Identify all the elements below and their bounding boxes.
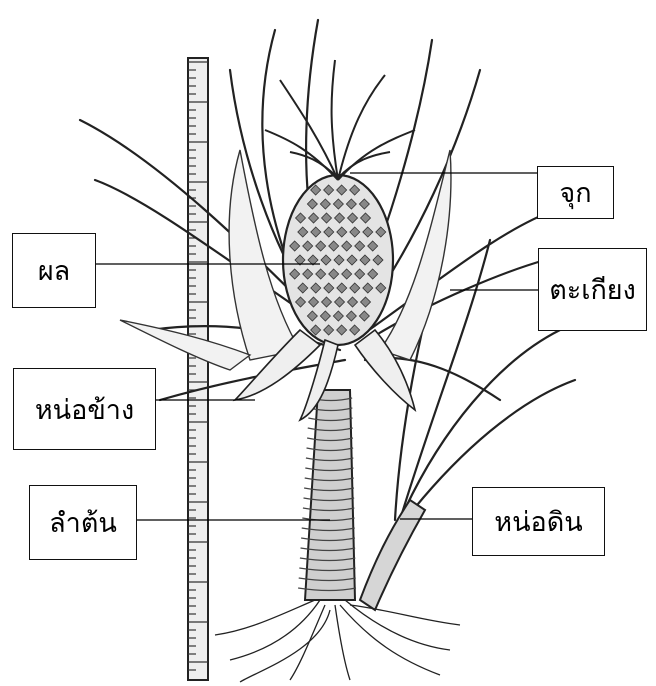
stem (298, 390, 356, 600)
label-ground-sucker: หน่อดิน (472, 487, 605, 556)
label-slip: ตะเกียง (538, 248, 647, 331)
roots (215, 600, 460, 682)
label-side-shoot: หน่อข้าง (13, 368, 156, 450)
measuring-ruler (188, 58, 208, 680)
ground-sucker (360, 500, 425, 610)
crown (265, 60, 415, 180)
fruit-body (283, 175, 393, 345)
label-fruit: ผล (12, 233, 96, 308)
label-stem: ลำต้น (29, 485, 137, 560)
label-crown: จุก (537, 166, 614, 219)
